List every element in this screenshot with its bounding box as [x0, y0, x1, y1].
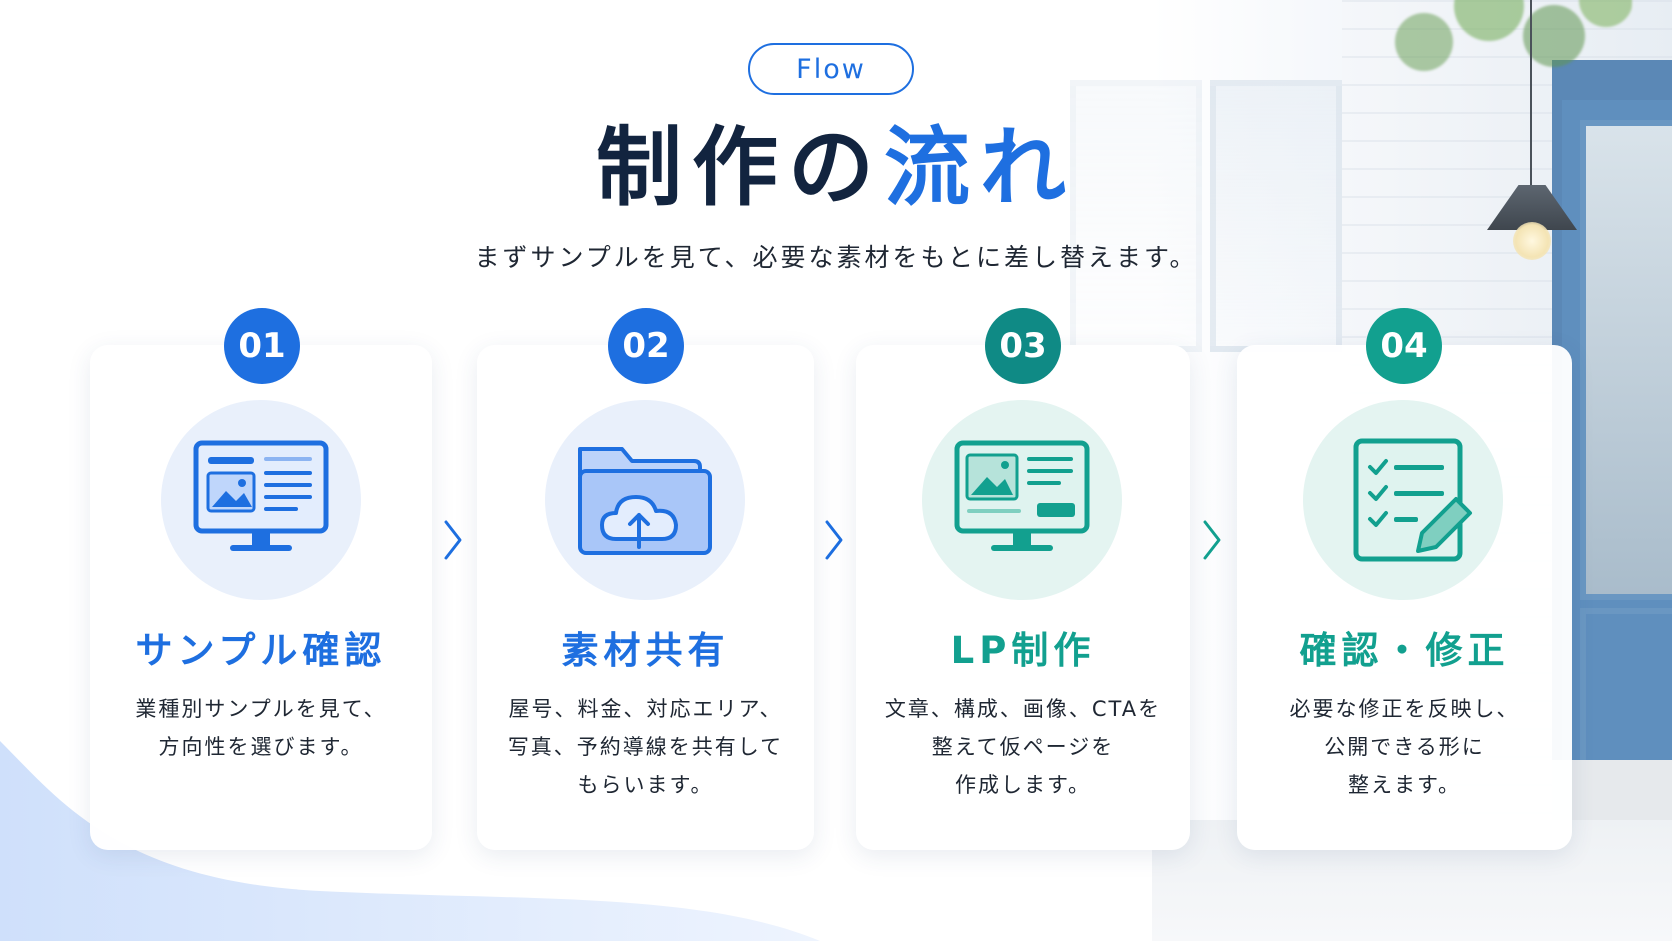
chevron-right-icon [825, 520, 843, 560]
desc-line: 屋号、料金、対応エリア、 [508, 697, 783, 721]
monitor-layout-icon [161, 400, 361, 600]
desc-line: 公開できる形に [1324, 735, 1485, 759]
step-number-badge: 01 [224, 308, 300, 384]
desc-line: 作成します。 [955, 773, 1091, 797]
desc-line: 必要な修正を反映し、 [1289, 697, 1520, 721]
wave-decoration [0, 741, 820, 941]
step-title: 素材共有 [561, 629, 730, 672]
door-step [1552, 760, 1672, 820]
desc-line: 業種別サンプルを見て、 [135, 697, 387, 721]
step-description: 屋号、料金、対応エリア、 写真、予約導線を共有して もらいます。 [477, 690, 814, 804]
desc-line: 写真、予約導線を共有して [507, 735, 784, 759]
step-title: LP制作 [950, 629, 1096, 672]
folder-upload-icon [545, 400, 745, 600]
section-tag: Flow [748, 43, 914, 95]
page-title: 制作の流れ [0, 118, 1672, 218]
title-part-1: 制作の [596, 118, 884, 218]
chevron-right-icon [444, 520, 462, 560]
lamp-cord [1530, 0, 1532, 185]
step-title: 確認・修正 [1299, 629, 1510, 672]
desc-line: 整えます。 [1348, 773, 1461, 797]
chevron-right-icon [1203, 520, 1221, 560]
step-description: 業種別サンプルを見て、 方向性を選びます。 [90, 690, 432, 766]
lamp-bulb-icon [1513, 222, 1551, 260]
checklist-edit-icon [1303, 400, 1503, 600]
desc-line: 文章、構成、画像、CTAを [884, 697, 1162, 721]
page-subtitle: まずサンプルを見て、必要な素材をもとに差し替えます。 [474, 243, 1198, 272]
step-number-badge: 02 [608, 308, 684, 384]
step-number-badge: 04 [1366, 308, 1442, 384]
leaves-decoration [1372, 0, 1632, 90]
desc-line: もらいます。 [577, 773, 714, 797]
desc-line: 方向性を選びます。 [158, 735, 364, 759]
step-description: 文章、構成、画像、CTAを 整えて仮ページを 作成します。 [856, 690, 1190, 804]
step-title: サンプル確認 [135, 629, 387, 672]
window-ghost [1210, 80, 1342, 352]
monitor-page-icon [922, 400, 1122, 600]
step-number-badge: 03 [985, 308, 1061, 384]
title-part-2: 流れ [884, 118, 1076, 218]
step-description: 必要な修正を反映し、 公開できる形に 整えます。 [1237, 690, 1572, 804]
desc-line: 整えて仮ページを [931, 735, 1115, 759]
